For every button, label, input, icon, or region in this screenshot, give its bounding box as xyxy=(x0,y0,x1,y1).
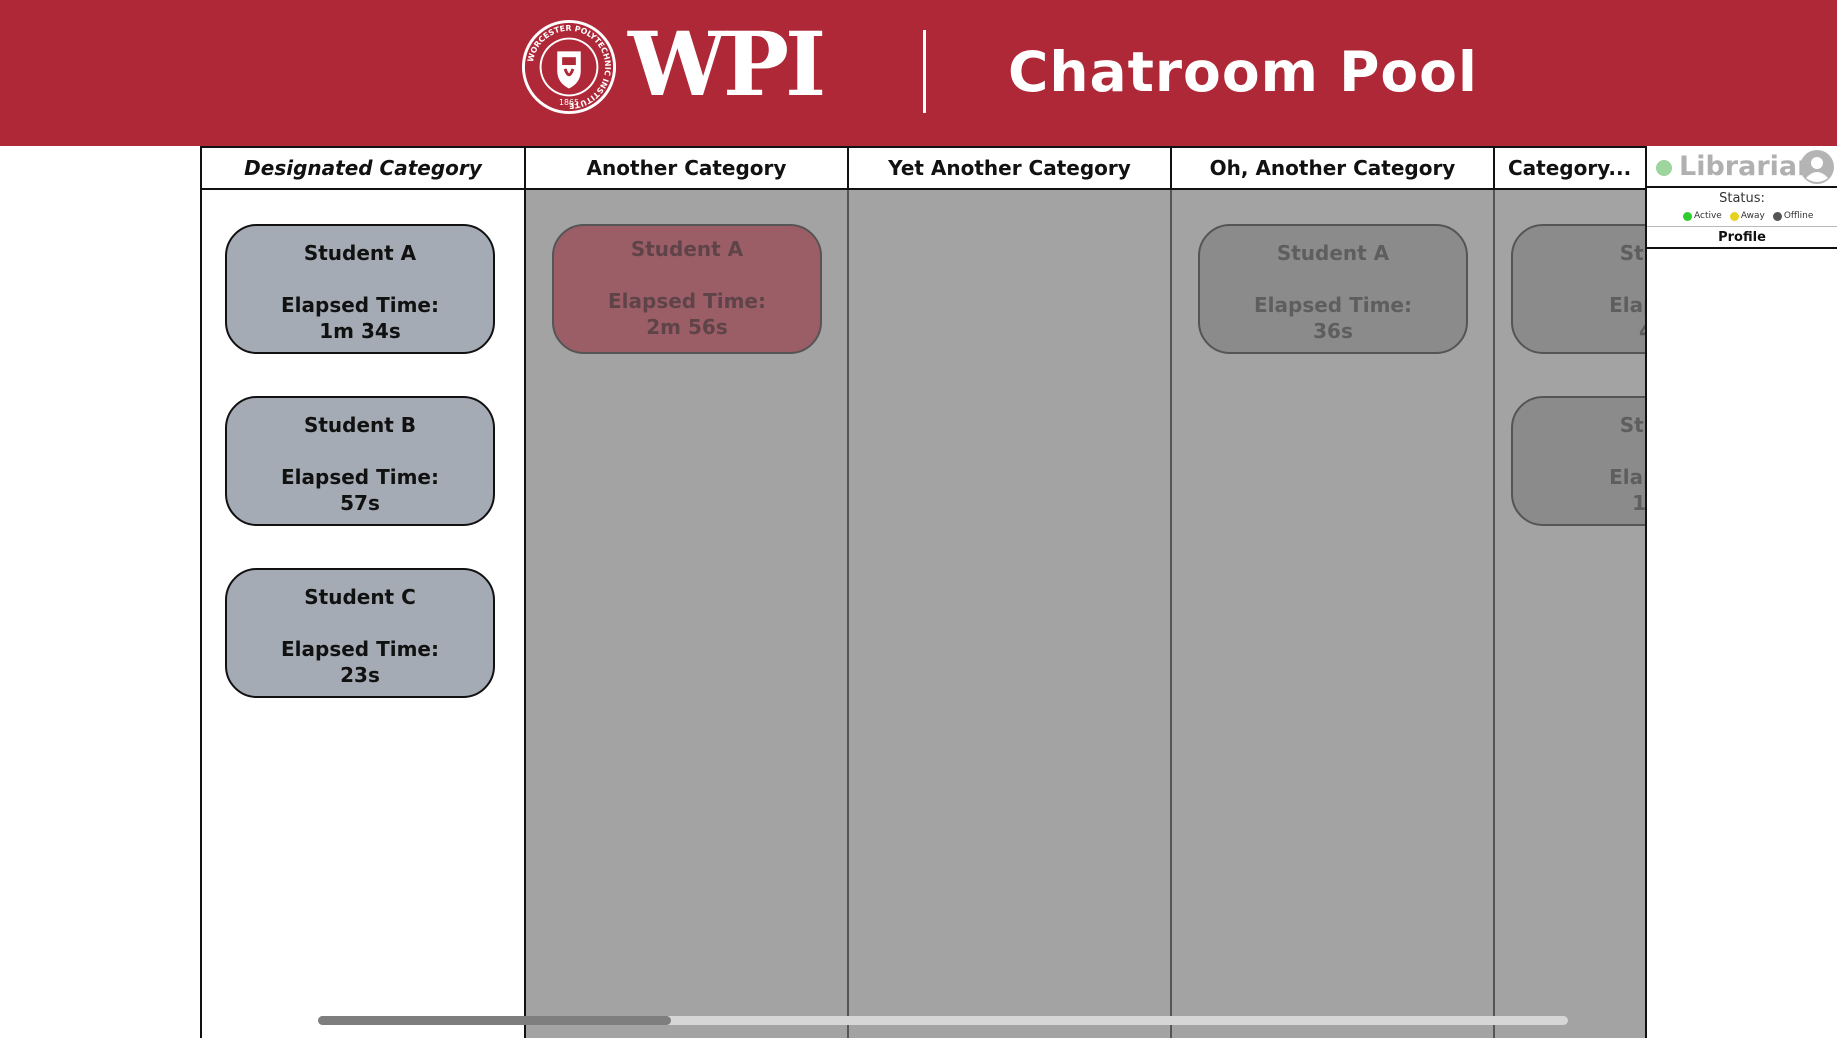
elapsed-time-value: 57s xyxy=(340,491,380,515)
category-board[interactable]: Designated Category Student A Elapsed Ti… xyxy=(200,146,1646,1038)
elapsed-time-label: Elapsed Time: xyxy=(1254,293,1412,317)
status-indicator-icon xyxy=(1656,160,1672,176)
seal-year: 1865 xyxy=(559,98,579,107)
status-option-offline[interactable]: Offline xyxy=(1772,211,1814,221)
column-body xyxy=(849,190,1172,1038)
elapsed-time-label: Elapsed Time: xyxy=(281,465,439,489)
student-name: Student A xyxy=(1276,241,1390,265)
column-another-category: Another Category Student A Elapsed Time:… xyxy=(526,148,849,1038)
elapsed-time-value: 4 xyxy=(1513,318,1646,344)
librarian-header[interactable]: Librarian xyxy=(1647,146,1837,188)
yellow-dot-icon xyxy=(1729,211,1739,221)
student-name: Student B xyxy=(303,413,417,437)
avatar-icon[interactable] xyxy=(1799,149,1835,185)
student-name: Student C xyxy=(304,585,416,609)
column-body: Student A Elapsed Time: 2m 56s xyxy=(526,190,849,1038)
column-header-category-truncated[interactable]: Category... xyxy=(1495,148,1646,190)
scrollbar-thumb[interactable] xyxy=(318,1016,671,1025)
elapsed-time-label: Elapsed Time: xyxy=(281,637,439,661)
elapsed-time-label: Elapse xyxy=(1609,465,1646,489)
status-option-away[interactable]: Away xyxy=(1729,211,1765,221)
elapsed-time-value: 12 xyxy=(1632,491,1646,515)
student-card[interactable]: Stud Elapse 4 xyxy=(1511,224,1646,354)
horizontal-scrollbar[interactable] xyxy=(318,1016,1568,1025)
wpi-wordmark: WPI xyxy=(628,12,826,116)
column-category-truncated: Category... Stud Elapse 4 Stud Elapse 12 xyxy=(1495,148,1646,1038)
elapsed-time-value: 36s xyxy=(1313,319,1353,343)
student-card[interactable]: Student B Elapsed Time: 57s xyxy=(225,396,495,526)
elapsed-time-value: 1m 34s xyxy=(319,319,401,343)
student-name: Stud xyxy=(1619,241,1646,265)
student-card[interactable]: Student A Elapsed Time: 36s xyxy=(1198,224,1468,354)
profile-button[interactable]: Profile xyxy=(1647,227,1837,249)
column-header-another-category[interactable]: Another Category xyxy=(526,148,849,190)
page-title: Chatroom Pool xyxy=(1008,40,1478,104)
student-name: Stud xyxy=(1619,413,1646,437)
elapsed-time-label: Elapsed Time: xyxy=(608,289,766,313)
header-divider xyxy=(923,30,926,113)
elapsed-time-value: 2m 56s xyxy=(646,315,728,339)
status-option-label: Offline xyxy=(1783,211,1814,221)
column-designated-category: Designated Category Student A Elapsed Ti… xyxy=(202,148,526,1038)
column-body: Student A Elapsed Time: 1m 34s Student B… xyxy=(202,190,526,1038)
column-header-designated-category[interactable]: Designated Category xyxy=(202,148,526,190)
column-yet-another-category: Yet Another Category xyxy=(849,148,1172,1038)
elapsed-time-value: 23s xyxy=(340,663,380,687)
student-card[interactable]: Student A Elapsed Time: 1m 34s xyxy=(225,224,495,354)
column-body: Stud Elapse 4 Stud Elapse 12 xyxy=(1495,190,1646,1038)
status-option-active[interactable]: Active xyxy=(1683,211,1722,221)
status-legend: Active Away Offline xyxy=(1683,209,1821,223)
status-label: Status: xyxy=(1719,191,1765,206)
column-header-yet-another-category[interactable]: Yet Another Category xyxy=(849,148,1172,190)
student-name: Student A xyxy=(303,241,417,265)
elapsed-time-label: Elapsed Time: xyxy=(281,293,439,317)
green-dot-icon xyxy=(1683,211,1692,221)
divider xyxy=(1647,226,1837,227)
column-oh-another-category: Oh, Another Category Student A Elapsed T… xyxy=(1172,148,1495,1038)
student-card-overdue[interactable]: Student A Elapsed Time: 2m 56s xyxy=(552,224,822,354)
status-option-label: Active xyxy=(1694,211,1722,221)
elapsed-time-label: Elapse xyxy=(1609,293,1646,317)
dark-gray-dot-icon xyxy=(1772,211,1782,221)
student-card[interactable]: Stud Elapse 12 xyxy=(1511,396,1646,526)
column-body: Student A Elapsed Time: 36s xyxy=(1172,190,1495,1038)
librarian-name: Librarian xyxy=(1679,151,1817,182)
librarian-panel: Librarian Status: Active Away Offline Pr… xyxy=(1645,146,1837,1038)
wpi-seal-icon: WORCESTER POLYTECHNIC INSTITUTE 1865 xyxy=(521,19,617,115)
status-option-label: Away xyxy=(1740,211,1765,221)
student-name: Student A xyxy=(630,237,744,261)
header-bar: WORCESTER POLYTECHNIC INSTITUTE 1865 WPI… xyxy=(0,0,1837,146)
column-header-oh-another-category[interactable]: Oh, Another Category xyxy=(1172,148,1495,190)
student-card[interactable]: Student C Elapsed Time: 23s xyxy=(225,568,495,698)
